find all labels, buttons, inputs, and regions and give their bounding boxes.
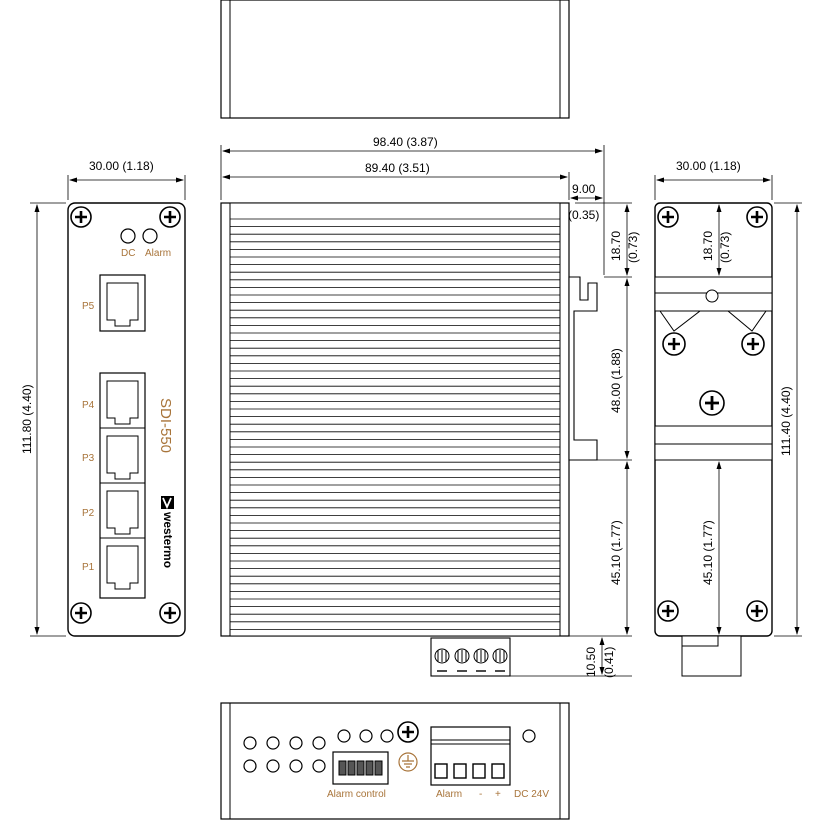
rear-view — [654, 202, 773, 677]
screw-icon — [662, 332, 686, 356]
bottom-view: Alarm control Alarm - + DC 24V — [220, 702, 570, 820]
terminal-plus-label: + — [495, 789, 501, 800]
screw-icon — [397, 721, 419, 743]
alarm-control-label: Alarm control — [327, 789, 386, 800]
svg-text:(0.41): (0.41) — [602, 647, 616, 678]
svg-text:westermo: westermo — [161, 511, 175, 568]
body-width-dimension: 89.40 (3.51) — [222, 161, 570, 200]
dip-switch — [332, 751, 389, 785]
alarm-led-label: Alarm — [145, 248, 171, 259]
rear-height-dimension: 111.40 (4.40) — [774, 202, 802, 637]
svg-text:9.00: 9.00 — [572, 182, 596, 196]
svg-text:(0.73): (0.73) — [626, 232, 640, 263]
front-height-dimension: 111.80 (4.40) — [20, 202, 66, 637]
svg-text:48.00 (1.88): 48.00 (1.88) — [609, 348, 623, 413]
port-label-p4: P4 — [82, 400, 95, 411]
screw-icon — [746, 600, 768, 622]
terminal-alarm-label: Alarm — [436, 789, 462, 800]
rear-width-dimension: 30.00 (1.18) — [654, 159, 773, 200]
svg-text:111.40 (4.40): 111.40 (4.40) — [779, 386, 793, 456]
svg-text:(0.73): (0.73) — [718, 232, 732, 263]
power-terminal — [430, 726, 511, 786]
svg-text:45.10 (1.77): 45.10 (1.77) — [701, 520, 715, 585]
svg-text:89.40 (3.51): 89.40 (3.51) — [365, 161, 430, 175]
clip-dimensions: 18.70 (0.73) 48.00 (1.88) 45.10 (1.77) 1… — [510, 202, 640, 678]
screw-icon — [746, 206, 768, 228]
alarm-led — [142, 228, 158, 244]
screw-icon — [159, 602, 181, 624]
screw-icon — [699, 390, 725, 416]
screw-icon — [741, 332, 765, 356]
ground-icon — [398, 752, 418, 772]
screw-icon — [70, 602, 92, 624]
model-label: SDI-550 — [157, 398, 174, 453]
port-label-p2: P2 — [82, 508, 95, 519]
dc-led-label: DC — [121, 248, 135, 259]
vent-holes — [243, 729, 536, 773]
dc-led — [120, 228, 136, 244]
side-view — [220, 202, 598, 677]
dc-24v-label: DC 24V — [514, 789, 549, 800]
svg-text:18.70: 18.70 — [609, 231, 623, 261]
svg-text:30.00 (1.18): 30.00 (1.18) — [89, 159, 154, 173]
svg-text:18.70: 18.70 — [701, 231, 715, 261]
svg-text:30.00 (1.18): 30.00 (1.18) — [676, 159, 741, 173]
svg-text:(0.35): (0.35) — [568, 208, 599, 222]
terminal-screws — [434, 648, 508, 672]
svg-text:111.80 (4.40): 111.80 (4.40) — [20, 384, 34, 454]
svg-text:98.40 (3.87): 98.40 (3.87) — [373, 135, 438, 149]
top-view — [220, 0, 570, 119]
overall-width-dimension: 98.40 (3.87) — [220, 135, 605, 275]
port-label-p3: P3 — [82, 453, 95, 464]
svg-text:45.10 (1.77): 45.10 (1.77) — [609, 520, 623, 585]
terminal-minus-label: - — [479, 789, 482, 800]
screw-icon — [159, 206, 181, 228]
rail-offset-dimension: 9.00 (0.35) — [568, 182, 603, 222]
port-label-p5: P5 — [82, 301, 95, 312]
front-width-dimension: 30.00 (1.18) — [67, 159, 186, 200]
westermo-logo: westermo — [161, 496, 175, 568]
screw-icon — [657, 206, 679, 228]
front-view: DC Alarm P5 P4 P3 P2 P1 SDI-550 westermo — [67, 202, 186, 637]
svg-text:10.50: 10.50 — [584, 647, 598, 677]
port-label-p1: P1 — [82, 562, 95, 573]
rear-inner-dimensions: 18.70 (0.73) 45.10 (1.77) — [701, 204, 732, 635]
screw-icon — [657, 600, 679, 622]
screw-icon — [70, 206, 92, 228]
